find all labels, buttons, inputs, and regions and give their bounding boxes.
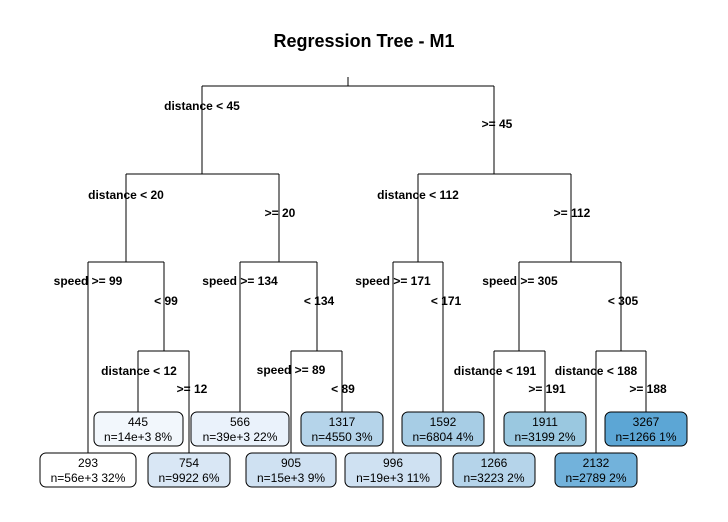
leaf-value: 3267 <box>633 415 660 429</box>
split-label-e-right: < 171 <box>431 294 462 308</box>
split-label-c-right: < 99 <box>154 294 178 308</box>
leaf-box <box>344 452 442 488</box>
leaf-value: 2132 <box>583 456 610 470</box>
leaf-value: 1266 <box>481 456 508 470</box>
leaf-box <box>401 411 485 447</box>
leaf-node: 1592 n=6804 4% <box>401 411 485 447</box>
split-label-a-right: >= 20 <box>265 206 296 220</box>
leaf-node: 1911 n=3199 2% <box>503 411 587 447</box>
leaf-stats: n=1266 1% <box>615 430 676 444</box>
split-label-i-right: >= 191 <box>528 382 566 396</box>
leaf-node: 445 n=14e+3 8% <box>93 411 184 447</box>
split-label-c-left: speed >= 99 <box>54 274 123 288</box>
leaf-box <box>190 411 290 447</box>
split-label-j-left: distance < 188 <box>555 364 638 378</box>
leaf-stats: n=39e+3 22% <box>203 430 278 444</box>
split-label-root-right: >= 45 <box>482 117 513 131</box>
leaf-box <box>300 411 384 447</box>
leaf-node: 566 n=39e+3 22% <box>190 411 290 447</box>
leaf-value: 293 <box>78 456 98 470</box>
split-label-f-right: < 305 <box>608 294 639 308</box>
leaf-box <box>93 411 184 447</box>
split-label-h-left: speed >= 89 <box>257 363 326 377</box>
leaf-box <box>245 452 337 488</box>
leaf-node: 1266 n=3223 2% <box>452 452 536 488</box>
split-label-a-left: distance < 20 <box>88 188 164 202</box>
leaf-box <box>452 452 536 488</box>
split-label-b-left: distance < 112 <box>377 188 459 202</box>
tree-edges <box>87 77 647 454</box>
leaf-box <box>147 452 231 488</box>
leaf-box <box>503 411 587 447</box>
split-label-root-left: distance < 45 <box>164 99 240 113</box>
leaf-value: 1592 <box>430 415 457 429</box>
split-label-g-right: >= 12 <box>177 382 208 396</box>
split-label-b-right: >= 112 <box>554 206 591 220</box>
split-label-d-left: speed >= 134 <box>202 274 278 288</box>
chart-title: Regression Tree - M1 <box>273 31 454 51</box>
split-label-h-right: < 89 <box>331 382 355 396</box>
leaf-stats: n=15e+3 9% <box>257 471 325 485</box>
leaf-stats: n=9922 6% <box>158 471 219 485</box>
leaf-node: 293 n=56e+3 32% <box>39 452 137 488</box>
leaf-box <box>554 452 638 488</box>
leaf-stats: n=6804 4% <box>412 430 473 444</box>
leaf-value: 1911 <box>532 415 558 429</box>
leaf-stats: n=3223 2% <box>463 471 524 485</box>
leaf-box <box>39 452 137 488</box>
leaf-node: 1317 n=4550 3% <box>300 411 384 447</box>
leaf-node: 996 n=19e+3 11% <box>344 452 442 488</box>
split-label-g-left: distance < 12 <box>101 364 177 378</box>
split-labels: distance < 45 >= 45 distance < 20 >= 20 … <box>54 99 667 396</box>
split-label-f-left: speed >= 305 <box>482 274 558 288</box>
leaf-node: 905 n=15e+3 9% <box>245 452 337 488</box>
leaf-stats: n=2789 2% <box>565 471 626 485</box>
leaf-node: 3267 n=1266 1% <box>604 411 688 447</box>
leaf-node: 754 n=9922 6% <box>147 452 231 488</box>
leaf-value: 1317 <box>329 415 356 429</box>
leaf-value: 566 <box>230 415 250 429</box>
leaf-node: 2132 n=2789 2% <box>554 452 638 488</box>
leaf-stats: n=14e+3 8% <box>104 430 172 444</box>
split-label-i-left: distance < 191 <box>454 364 537 378</box>
split-label-e-left: speed >= 171 <box>355 274 431 288</box>
split-label-j-right: >= 188 <box>629 382 667 396</box>
leaf-value: 754 <box>179 456 199 470</box>
leaf-value: 905 <box>281 456 301 470</box>
leaf-stats: n=19e+3 11% <box>356 471 430 485</box>
leaf-box <box>604 411 688 447</box>
split-label-d-right: < 134 <box>304 294 335 308</box>
leaf-value: 445 <box>128 415 148 429</box>
tree-leaves: 293 n=56e+3 32% 445 n=14e+3 8% 754 n=992… <box>39 411 688 488</box>
leaf-stats: n=4550 3% <box>311 430 372 444</box>
leaf-value: 996 <box>383 456 403 470</box>
leaf-stats: n=56e+3 32% <box>51 471 126 485</box>
leaf-stats: n=3199 2% <box>514 430 575 444</box>
